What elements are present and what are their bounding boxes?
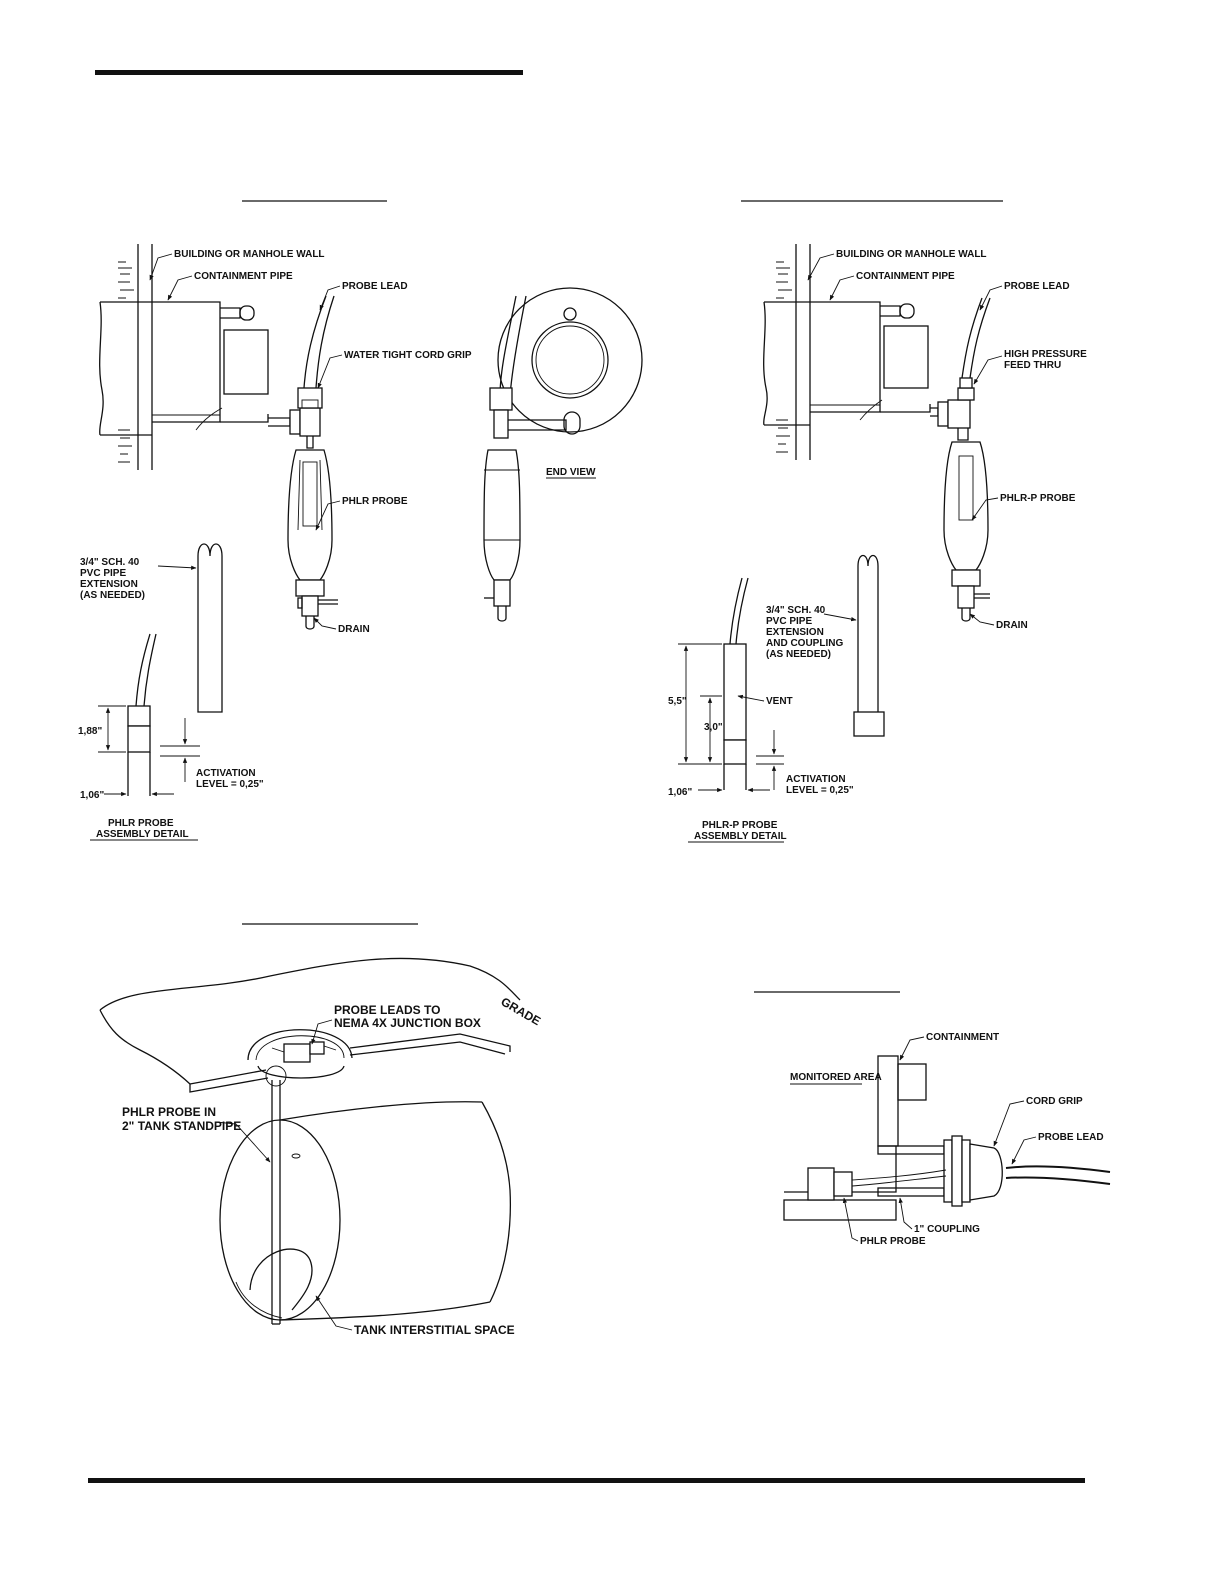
fig1-drain-label: DRAIN <box>338 624 370 635</box>
fig1-ext-label-2: PVC PIPE <box>80 568 126 579</box>
fig2-detail-caption-2: ASSEMBLY DETAIL <box>694 831 787 842</box>
fig4-lead-label: PROBE LEAD <box>1038 1132 1104 1143</box>
fig2-activation-label-2: LEVEL = 0,25" <box>786 785 854 796</box>
fig2-probe-label: PHLR-P PROBE <box>1000 493 1076 504</box>
fig2-detail-caption-1: PHLR-P PROBE <box>702 820 778 831</box>
fig4-probe-label: PHLR PROBE <box>860 1236 926 1247</box>
fig2-feed-label-1: HIGH PRESSURE <box>1004 349 1087 360</box>
fig2-ext-label-3: EXTENSION <box>766 627 824 638</box>
fig2-ext-label-2: PVC PIPE <box>766 616 812 627</box>
fig3-tank-installation: GRADE PROBE LEADS TO NEMA 4X JUNCTION BO… <box>99 957 544 1337</box>
fig3-standpipe <box>265 1065 287 1325</box>
fig2-dim-width: 1,06" <box>668 787 692 798</box>
fig2-wall-label: BUILDING OR MANHOLE WALL <box>836 249 987 260</box>
fig3-leads-label-2: NEMA 4X JUNCTION BOX <box>334 1016 481 1030</box>
fig2-probe-lead-cable <box>961 297 991 379</box>
fig2-ext-label-1: 3/4" SCH. 40 <box>766 605 826 616</box>
fig1-probe-housing <box>268 387 338 630</box>
fig3-grade-slab <box>99 957 521 1093</box>
fig2-dim-total: 5,5" <box>668 696 687 707</box>
fig2-probe-assembly-detail <box>678 577 784 793</box>
fig2-building-wall <box>776 244 811 460</box>
fig2-pipe-label: CONTAINMENT PIPE <box>856 271 955 282</box>
fig1-grip-label: WATER TIGHT CORD GRIP <box>344 350 472 361</box>
header-rule <box>95 70 523 75</box>
fig4-probe <box>807 1167 947 1201</box>
fig2-ext-label-4: AND COUPLING <box>766 638 843 649</box>
fig2-dim-vent: 3,0" <box>704 722 723 733</box>
fig2-ext-label-5: (AS NEEDED) <box>766 649 831 660</box>
fig3-probe-label-1: PHLR PROBE IN <box>122 1105 216 1119</box>
fig2-containment-pipe <box>763 301 931 426</box>
fig3-tank <box>219 1101 511 1321</box>
fig4-monitored-label: MONITORED AREA <box>790 1072 882 1083</box>
fig3-probe-label-2: 2" TANK STANDPIPE <box>122 1119 241 1133</box>
fig4-containment-label: CONTAINMENT <box>926 1032 999 1043</box>
fig4-coupling <box>943 1135 1003 1207</box>
fig1-lead-label: PROBE LEAD <box>342 281 408 292</box>
fig1-activation-label-1: ACTIVATION <box>196 768 256 779</box>
fig2-pressurized-installation: BUILDING OR MANHOLE WALL CONTAINMENT PIP… <box>668 244 1087 843</box>
fig1-dim-height: 1,88" <box>78 726 102 737</box>
fig3-interstitial-label: TANK INTERSTITIAL SPACE <box>354 1323 515 1337</box>
fig1-end-view <box>483 287 643 622</box>
fig1-pipe-label: CONTAINMENT PIPE <box>194 271 293 282</box>
fig1-pvc-extension <box>197 543 223 713</box>
fig1-activation-label-2: LEVEL = 0,25" <box>196 779 264 790</box>
fig3-leads-label-1: PROBE LEADS TO <box>334 1003 440 1017</box>
fig1-end-view-label: END VIEW <box>546 467 596 478</box>
fig1-detail-caption-1: PHLR PROBE <box>108 818 174 829</box>
fig4-grip-label: CORD GRIP <box>1026 1096 1083 1107</box>
footer-rule <box>88 1478 1085 1483</box>
fig1-probe-assembly-detail <box>98 633 200 797</box>
fig1-dim-width: 1,06" <box>80 790 104 801</box>
fig1-wall-label: BUILDING OR MANHOLE WALL <box>174 249 325 260</box>
fig1-detail-caption-2: ASSEMBLY DETAIL <box>96 829 189 840</box>
fig4-coupling-label: 1" COUPLING <box>914 1224 980 1235</box>
fig1-building-wall <box>118 244 153 470</box>
fig2-drain-label: DRAIN <box>996 620 1028 631</box>
fig2-feed-label-2: FEED THRU <box>1004 360 1061 371</box>
fig2-probe-housing <box>930 377 990 622</box>
fig3-manway <box>247 1029 353 1079</box>
fig1-ext-label-3: EXTENSION <box>80 579 138 590</box>
fig1-ext-label-4: (AS NEEDED) <box>80 590 145 601</box>
fig1-ext-label-1: 3/4" SCH. 40 <box>80 557 140 568</box>
fig4-containment-wall <box>877 1055 927 1147</box>
fig4-wall-penetration: CONTAINMENT MONITORED AREA CORD GRIP PRO… <box>783 1032 1111 1247</box>
fig3-grade-label: GRADE <box>499 994 544 1028</box>
fig1-probe-label: PHLR PROBE <box>342 496 408 507</box>
fig1-containment-pipe <box>99 301 269 436</box>
fig2-lead-label: PROBE LEAD <box>1004 281 1070 292</box>
fig2-vent-label: VENT <box>766 696 793 707</box>
fig2-activation-label-1: ACTIVATION <box>786 774 846 785</box>
fig4-probe-lead-cable <box>1005 1165 1111 1185</box>
fig2-pvc-extension <box>853 554 885 737</box>
fig1-probe-lead-cable <box>303 295 335 389</box>
fig1-sump-installation: BUILDING OR MANHOLE WALL CONTAINMENT PIP… <box>78 244 643 841</box>
